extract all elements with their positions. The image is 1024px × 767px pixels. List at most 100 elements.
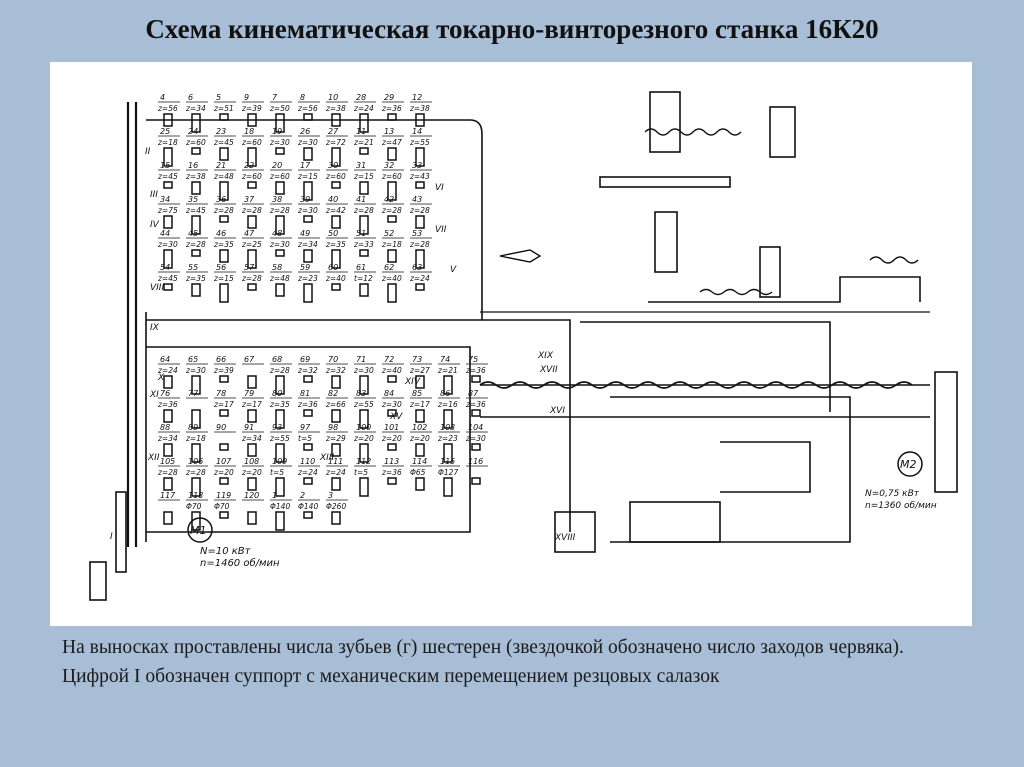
gear-symbol <box>443 409 453 429</box>
gear-number: 16 <box>188 161 198 170</box>
gear-symbol <box>275 181 285 195</box>
gear-teeth: z=60 <box>185 138 206 147</box>
gear-teeth: z=50 <box>269 104 290 113</box>
gear-number: 7 <box>272 93 278 102</box>
gear-teeth: z=40 <box>381 366 402 375</box>
gear-number: 66 <box>216 355 226 364</box>
gear-teeth: z=42 <box>325 206 346 215</box>
gear-callout: 98z=29 <box>325 423 348 443</box>
gear-symbol <box>331 283 341 291</box>
gear-number: 56 <box>216 263 226 272</box>
gear-number: 1 <box>272 491 277 500</box>
gear-number: 29 <box>384 93 394 102</box>
gear-symbol <box>247 443 257 457</box>
gear-callout: 74z=21 <box>437 355 460 375</box>
gear-teeth: z=18 <box>185 434 206 443</box>
gear-callout: 79z=17 <box>241 389 264 409</box>
gear-symbol <box>191 249 201 257</box>
gear-teeth: z=45 <box>157 172 178 181</box>
gear-callout: 75 z=36 <box>465 355 488 375</box>
gear-teeth: z=30 <box>381 400 402 409</box>
gear-teeth: z=28 <box>269 206 290 215</box>
gear-number: 28 <box>356 93 366 102</box>
gear-number: 13 <box>384 127 394 136</box>
gear-teeth: z=24 <box>157 366 178 375</box>
gear-teeth: z=24 <box>325 468 346 477</box>
gear-callout: 83z=55 <box>353 389 376 409</box>
gear-teeth: z=16 <box>437 400 458 409</box>
gear-teeth: z=66 <box>325 400 346 409</box>
gear-teeth: z=40 <box>381 274 402 283</box>
gear-number: 104 <box>468 423 483 432</box>
gear-teeth: z=20 <box>241 468 262 477</box>
gear-symbol <box>247 147 257 167</box>
gear-symbol <box>191 375 201 395</box>
gear-symbol <box>163 375 173 389</box>
gear-teeth: z=35 <box>269 400 290 409</box>
gear-number: 75 <box>468 355 478 364</box>
gear-number: 79 <box>244 389 254 398</box>
shaft-label: XIX <box>537 351 554 361</box>
gear-teeth: z=56 <box>297 104 318 113</box>
gear-symbol <box>415 409 425 423</box>
gear-teeth: z=60 <box>241 172 262 181</box>
shaft-label: XI <box>149 390 159 400</box>
kinematic-diagram-canvas: M1 N=10 кВт n=1460 об/мин M2 N=0,75 кВт … <box>89 91 958 601</box>
gear-callout: 57z=28 <box>241 263 264 283</box>
gear-callout: 7 z=50 <box>269 93 292 113</box>
gear-teeth: z=17 <box>409 400 430 409</box>
gear-teeth: z=45 <box>185 206 206 215</box>
gear-teeth: z=20 <box>213 468 234 477</box>
gear-teeth: z=29 <box>325 434 346 443</box>
gear-symbol <box>331 215 341 229</box>
gear-teeth: z=32 <box>297 366 318 375</box>
gear-teeth: z=15 <box>297 172 318 181</box>
gear-teeth: z=35 <box>213 240 234 249</box>
aux-motor-icon <box>897 451 923 477</box>
gear-number: 22 <box>244 161 254 170</box>
gear-teeth: z=33 <box>353 240 374 249</box>
gear-callout: 24z=60 <box>185 127 208 147</box>
gear-number: 69 <box>300 355 310 364</box>
gear-teeth: z=30 <box>353 366 374 375</box>
gear-number: 91 <box>244 423 254 432</box>
gear-number: 61 <box>356 263 366 272</box>
gear-callout: 64z=24 <box>157 355 180 375</box>
gear-teeth: Φ260 <box>326 502 346 511</box>
gear-symbol <box>219 477 229 485</box>
gear-callout: 35z=45 <box>185 195 208 215</box>
gear-teeth: z=47 <box>381 138 402 147</box>
gear-callout: 91z=34 <box>241 423 264 443</box>
gear-symbol <box>471 477 481 485</box>
gear-teeth: Φ140 <box>270 502 290 511</box>
gear-callout: 8z=56 <box>297 93 320 113</box>
gear-symbol <box>303 249 313 263</box>
gear-number: 80 <box>272 389 282 398</box>
gear-teeth: z=36 <box>465 366 486 375</box>
cross-screw <box>644 128 742 136</box>
gear-teeth: z=30 <box>157 240 178 249</box>
gear-callout: 116 <box>466 457 488 467</box>
gear-teeth: z=23 <box>297 274 318 283</box>
gear-callout: 69 z=32 <box>297 355 320 375</box>
gear-teeth: z=21 <box>437 366 458 375</box>
gear-symbol <box>275 443 285 463</box>
gear-teeth: z=43 <box>409 172 430 181</box>
gear-symbol <box>275 215 285 235</box>
gear-number: 18 <box>244 127 254 136</box>
gear-callout: 51z=33 <box>353 229 376 249</box>
gear-callout: 43z=28 <box>409 195 432 215</box>
gear-symbol <box>331 147 341 167</box>
caption: На выносках проставлены числа зубьев (г)… <box>58 633 993 691</box>
gear-teeth: t=5 <box>354 468 368 477</box>
gear-symbol <box>331 181 341 189</box>
gear-teeth: z=28 <box>353 206 374 215</box>
gear-symbol <box>359 477 369 497</box>
gear-symbol <box>331 113 341 127</box>
